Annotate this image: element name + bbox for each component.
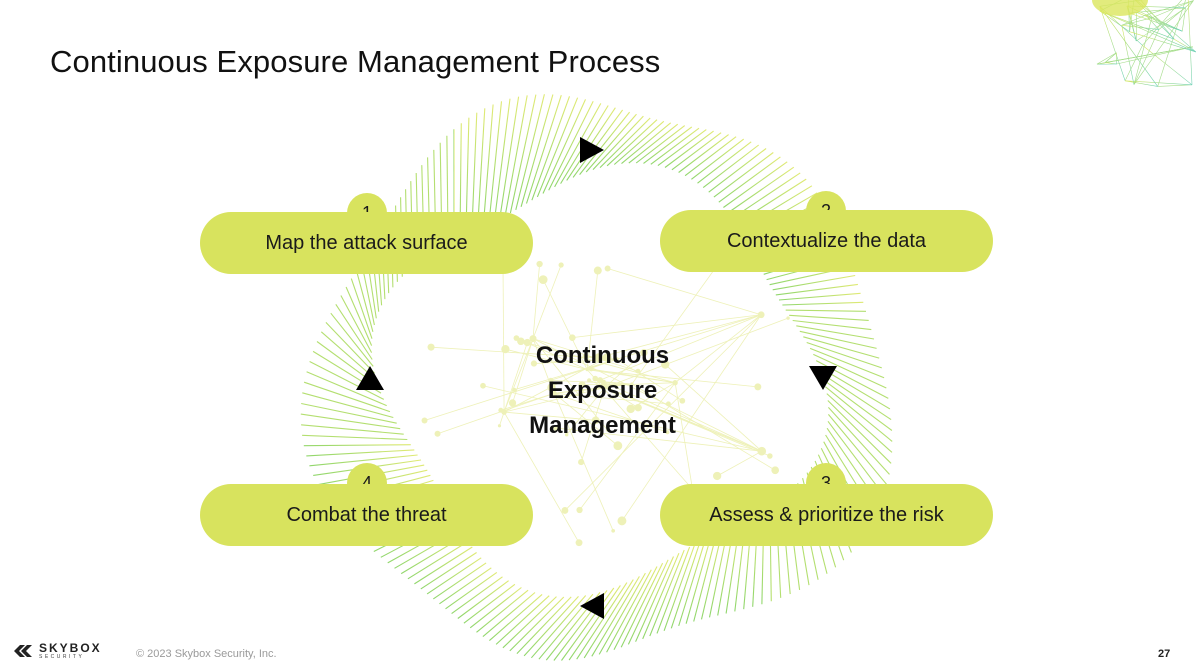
logo-name: SKYBOX [39,641,102,655]
step-3-pill: Assess & prioritize the risk [660,484,993,546]
step-3-label: Assess & prioritize the risk [709,503,944,526]
copyright-text: © 2023 Skybox Security, Inc. [136,648,277,660]
skybox-logo-icon [14,645,32,657]
step-4-label: Combat the threat [286,503,447,526]
slide-title: Continuous Exposure Management Process [50,44,661,79]
step-1-pill: Map the attack surface [200,212,533,274]
network-background [421,246,790,547]
center-label-line-3: Management [529,412,676,439]
step-1-label: Map the attack surface [265,231,468,254]
step-2-pill: Contextualize the data [660,210,993,272]
arrow-right-icon [580,137,604,163]
step-2-label: Contextualize the data [726,229,927,252]
arrow-up-icon [356,366,384,390]
page-number: 27 [1158,648,1171,660]
center-label-line-1: Continuous [535,342,670,369]
corner-mesh-decoration [1092,0,1197,87]
center-label-line-2: Exposure [547,377,658,404]
arrow-down-icon [809,366,837,390]
skybox-logo: SKYBOX SECURITY [12,642,102,660]
arrow-left-icon [580,593,604,619]
step-4-pill: Combat the threat [200,484,533,546]
center-label: Continuous Exposure Management [480,338,725,443]
logo-sub: SECURITY [39,654,85,660]
